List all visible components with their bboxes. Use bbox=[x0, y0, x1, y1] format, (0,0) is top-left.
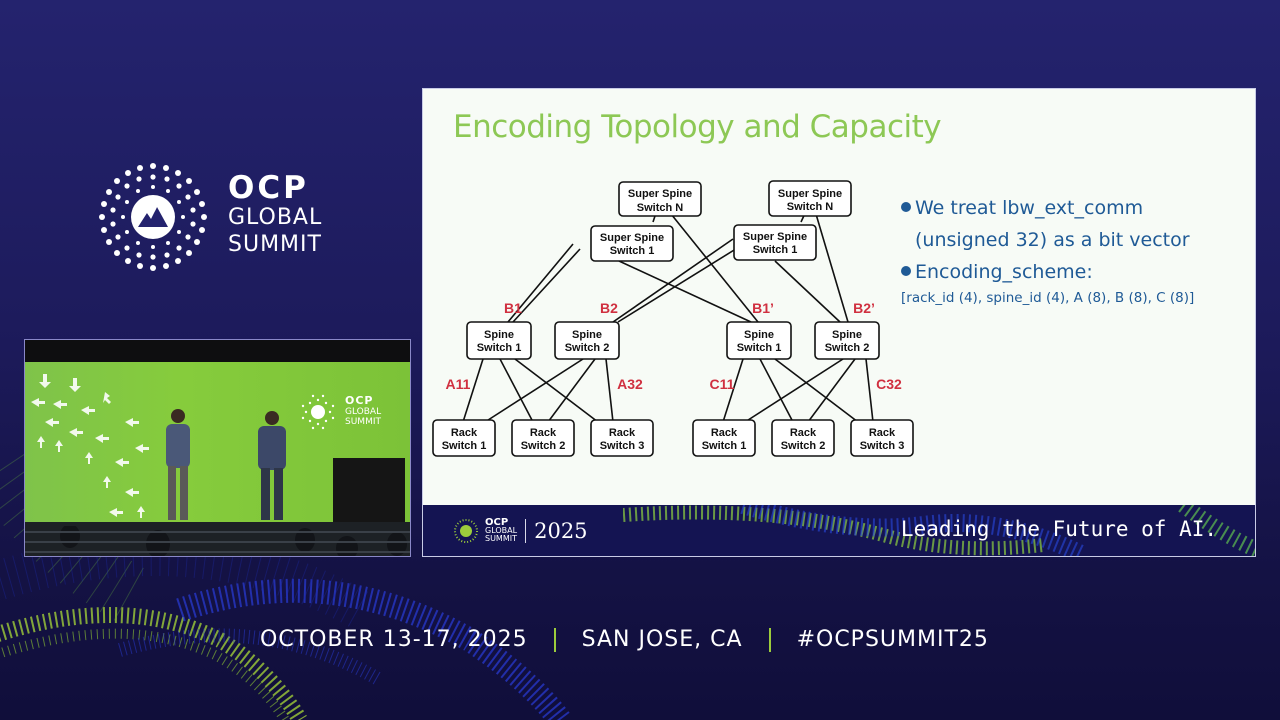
svg-text:Switch 1: Switch 1 bbox=[737, 342, 782, 354]
banner-logo-summit: SUMMIT bbox=[485, 534, 517, 543]
stage-logo-global: GLOBAL bbox=[345, 407, 382, 417]
ocp-global-summit-wordmark: OCP GLOBAL SUMMIT bbox=[228, 172, 322, 258]
stage-logo-ocp: OCP bbox=[345, 394, 374, 407]
svg-text:Spine: Spine bbox=[572, 329, 602, 341]
stage-logo-emblem-icon bbox=[301, 394, 335, 430]
svg-text:Rack: Rack bbox=[790, 427, 817, 439]
banner-logo-emblem-icon bbox=[454, 519, 478, 543]
event-divider bbox=[768, 627, 771, 652]
svg-text:Switch N: Switch N bbox=[637, 202, 684, 214]
ocp-global-summit-logo-icon bbox=[99, 163, 207, 271]
rack-2-right-box bbox=[771, 419, 835, 457]
banner-year: 2025 bbox=[534, 519, 588, 543]
stage-podium bbox=[333, 458, 405, 528]
rack-3-left-box bbox=[590, 419, 654, 457]
banner-particles bbox=[623, 505, 1255, 556]
slide-bullets: We treat lbw_ext_comm (unsigned 32) as a… bbox=[901, 192, 1194, 308]
rack-2-left-box bbox=[511, 419, 575, 457]
svg-text:Switch 2: Switch 2 bbox=[825, 342, 870, 354]
svg-text:Super Spine: Super Spine bbox=[778, 188, 842, 200]
bullet-item: Encoding_scheme: bbox=[901, 256, 1194, 288]
event-dates: OCTOBER 13-17, 2025 bbox=[260, 627, 528, 652]
network-topology-diagram: Super Spine Switch N Super Spine Switch … bbox=[432, 180, 914, 457]
svg-text:Switch 1: Switch 1 bbox=[610, 245, 655, 257]
event-hashtag: #OCPSUMMIT25 bbox=[796, 627, 989, 652]
label-b1-prime: B1’ bbox=[752, 300, 774, 316]
super-spine-n-right-box bbox=[768, 180, 852, 217]
rack-3-right-box bbox=[850, 419, 914, 457]
super-spine-1-left-box bbox=[590, 225, 674, 262]
banner-logo-ocp: OCP bbox=[485, 517, 509, 528]
svg-text:Super Spine: Super Spine bbox=[743, 231, 807, 243]
logo-summit-text: SUMMIT bbox=[228, 232, 322, 257]
svg-text:Switch 1: Switch 1 bbox=[477, 342, 522, 354]
label-b2: B2 bbox=[600, 300, 618, 316]
label-b2-prime: B2’ bbox=[853, 300, 875, 316]
rack-1-right-box bbox=[692, 419, 756, 457]
encoding-scheme-detail: [rack_id (4), spine_id (4), A (8), B (8)… bbox=[901, 290, 1195, 306]
speaker-1-figure bbox=[166, 409, 190, 520]
spine-2-right-box bbox=[814, 321, 880, 360]
svg-text:Spine: Spine bbox=[832, 329, 862, 341]
svg-text:Switch 3: Switch 3 bbox=[600, 440, 645, 452]
stage-ocp-logo: OCP GLOBAL SUMMIT bbox=[301, 394, 382, 430]
svg-text:Switch 2: Switch 2 bbox=[565, 342, 610, 354]
super-spine-1-right-box bbox=[733, 224, 817, 261]
svg-text:Switch 1: Switch 1 bbox=[442, 440, 487, 452]
svg-text:Spine: Spine bbox=[484, 329, 514, 341]
slide-title: Encoding Topology and Capacity bbox=[453, 109, 942, 145]
svg-text:Switch N: Switch N bbox=[787, 201, 834, 213]
label-c11: C11 bbox=[710, 376, 735, 392]
bullet-dot-icon bbox=[901, 265, 911, 276]
event-location: SAN JOSE, CA bbox=[581, 627, 743, 652]
svg-text:Rack: Rack bbox=[869, 427, 896, 439]
svg-text:Switch 2: Switch 2 bbox=[781, 440, 826, 452]
presentation-slide: Encoding Topology and Capacity bbox=[422, 88, 1256, 557]
banner-logo-global: GLOBAL bbox=[485, 526, 518, 535]
svg-text:Switch 2: Switch 2 bbox=[521, 440, 566, 452]
bullet-item-continuation: (unsigned 32) as a bit vector bbox=[915, 229, 1190, 251]
svg-text:Spine: Spine bbox=[744, 329, 774, 341]
svg-text:Rack: Rack bbox=[609, 427, 636, 439]
bullet-item: We treat lbw_ext_comm bbox=[901, 192, 1194, 224]
svg-text:Switch 3: Switch 3 bbox=[860, 440, 905, 452]
svg-text:Super Spine: Super Spine bbox=[600, 232, 664, 244]
event-divider bbox=[553, 627, 556, 652]
banner-tagline: Leading the Future of AI. bbox=[900, 517, 1217, 541]
spine-2-left-box bbox=[554, 321, 620, 360]
svg-text:Switch 1: Switch 1 bbox=[702, 440, 747, 452]
banner-ocp-logo: OCP GLOBAL SUMMIT 2025 bbox=[453, 518, 588, 544]
spine-1-right-box bbox=[726, 321, 792, 360]
svg-text:Rack: Rack bbox=[451, 427, 478, 439]
event-info-bar: OCTOBER 13-17, 2025 SAN JOSE, CA #OCPSUM… bbox=[260, 627, 989, 652]
svg-text:Rack: Rack bbox=[711, 427, 738, 439]
slide-footer-banner: OCP GLOBAL SUMMIT 2025 Leading the Futur… bbox=[423, 505, 1255, 556]
label-a32: A32 bbox=[617, 376, 643, 392]
stage-arrows-decoration-icon bbox=[31, 374, 149, 518]
svg-text:Switch 1: Switch 1 bbox=[753, 244, 798, 256]
stage-logo-summit: SUMMIT bbox=[345, 417, 381, 427]
bullet-dot-icon bbox=[901, 201, 911, 212]
speaker-video-feed: OCP GLOBAL SUMMIT bbox=[24, 339, 411, 557]
svg-text:Rack: Rack bbox=[530, 427, 557, 439]
rack-1-left-box bbox=[432, 419, 496, 457]
label-a11: A11 bbox=[446, 376, 471, 392]
banner-divider bbox=[525, 519, 527, 543]
label-c32: C32 bbox=[876, 376, 902, 392]
audience-heads bbox=[25, 526, 410, 556]
logo-global-text: GLOBAL bbox=[228, 205, 323, 230]
speaker-2-figure bbox=[258, 411, 286, 520]
svg-text:Super Spine: Super Spine bbox=[628, 188, 692, 200]
logo-ocp-text: OCP bbox=[228, 170, 309, 206]
super-spine-n-left-box bbox=[618, 181, 702, 217]
label-b1: B1 bbox=[504, 300, 522, 316]
spine-1-left-box bbox=[466, 321, 532, 360]
